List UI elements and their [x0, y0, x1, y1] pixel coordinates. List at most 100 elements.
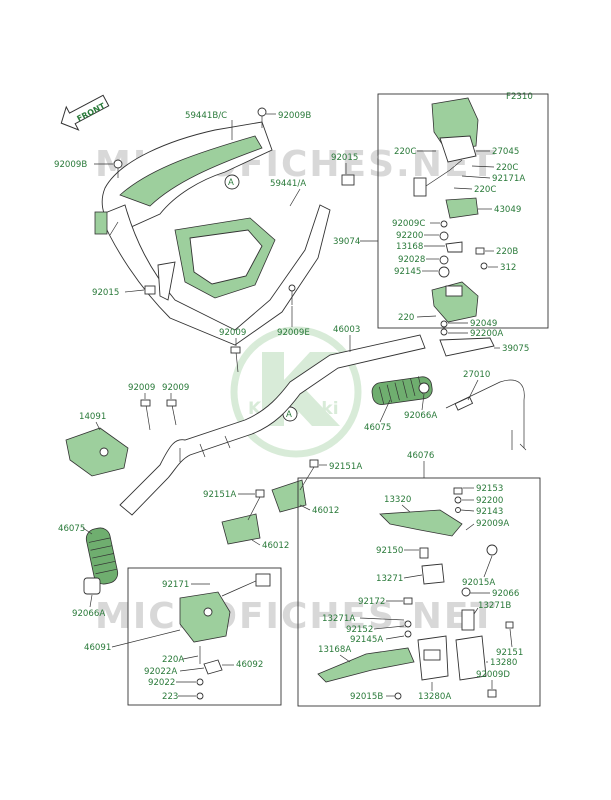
label-92009e: 92009E — [277, 306, 310, 338]
svg-text:92015: 92015 — [92, 288, 119, 298]
svg-text:92143: 92143 — [476, 507, 503, 517]
grip-end-92066a-right — [418, 382, 430, 394]
lever-box — [297, 477, 541, 707]
svg-text:220A: 220A — [162, 655, 184, 665]
svg-text:46003: 46003 — [333, 325, 360, 335]
label-92015-left: 92015 — [92, 288, 145, 298]
svg-text:46075: 46075 — [364, 423, 391, 433]
svg-text:13168: 13168 — [396, 242, 423, 252]
label-92066: 92066 — [470, 589, 519, 599]
label-92015b: 92015B — [350, 692, 395, 702]
small-parts-39074 — [438, 220, 488, 336]
svg-text:312: 312 — [500, 263, 516, 273]
cover-43049 — [445, 197, 479, 219]
right-switch-box — [377, 93, 549, 329]
clamp-46012-right — [271, 479, 307, 513]
label-92200-top: 92200 — [396, 231, 439, 241]
cable-27010 — [445, 379, 527, 451]
svg-text:92028: 92028 — [398, 255, 425, 265]
svg-text:92009: 92009 — [219, 328, 246, 338]
label-220c-2: 220C — [471, 163, 518, 173]
clamp-46012-left — [221, 513, 261, 545]
label-92022a: 92022A — [144, 667, 205, 677]
screw-92009e — [288, 284, 296, 305]
switch-housing-upper — [413, 97, 479, 197]
label-13271b: 13271B — [473, 601, 511, 615]
label-92153: 92153 — [463, 484, 503, 494]
label-46091: 46091 — [84, 629, 181, 653]
label-13280a: 13280A — [418, 682, 451, 702]
label-92009b-left: 92009B — [54, 160, 113, 170]
svg-text:220B: 220B — [496, 247, 518, 257]
label-39075: 39075 — [494, 344, 529, 354]
label-43049: 43049 — [478, 205, 521, 215]
watermark-bottom: MICROFICHES.NET — [95, 596, 497, 637]
svg-text:92009: 92009 — [162, 383, 189, 393]
svg-text:46012: 46012 — [312, 506, 339, 516]
lever-holder-13280a — [417, 635, 449, 681]
svg-text:92049: 92049 — [470, 319, 497, 329]
label-220: 220 — [398, 313, 437, 323]
svg-text:13320: 13320 — [384, 495, 411, 505]
bolt-92009-left-2 — [166, 399, 177, 426]
label-92022: 92022 — [148, 678, 196, 688]
label-92145: 92145 — [394, 267, 438, 277]
label-220c-3: 220C — [453, 185, 496, 195]
label-46003: 46003 — [333, 325, 360, 352]
label-13280: 13280 — [486, 658, 517, 668]
label-92171: 92171 — [162, 580, 210, 590]
svg-text:92009A: 92009A — [476, 519, 509, 529]
svg-text:13168A: 13168A — [318, 645, 351, 655]
bolt-92009-mid — [230, 346, 241, 373]
svg-text:46075: 46075 — [58, 524, 85, 534]
label-92015-top: 92015 — [331, 153, 358, 174]
svg-text:43049: 43049 — [494, 205, 521, 215]
left-switch-box — [127, 567, 282, 706]
svg-text:13271: 13271 — [376, 574, 403, 584]
label-92172: 92172 — [358, 597, 403, 607]
svg-text:92009E: 92009E — [277, 328, 310, 338]
svg-text:92153: 92153 — [476, 484, 503, 494]
svg-text:92151: 92151 — [496, 648, 523, 658]
label-92200a: 92200A — [448, 329, 503, 339]
switch-small-parts — [196, 646, 223, 700]
svg-text:92171A: 92171A — [492, 174, 525, 184]
svg-text:92009C: 92009C — [392, 219, 425, 229]
switch-housing-lower — [431, 281, 479, 323]
svg-text:92009D: 92009D — [476, 670, 510, 680]
label-92200-bottom: 92200 — [462, 496, 503, 506]
label-13168: 13168 — [396, 242, 445, 252]
lever-holder-13280 — [455, 609, 487, 681]
label-92151: 92151 — [496, 628, 523, 658]
grip-46075-left — [85, 527, 119, 585]
grip-46075-right — [371, 376, 433, 406]
label-92066a-right: 92066A — [404, 393, 437, 421]
svg-text:46012: 46012 — [262, 541, 289, 551]
label-92009b-top: 92009B — [266, 111, 311, 121]
lever-small-parts — [394, 487, 514, 700]
label-92009c: 92009C — [392, 219, 440, 229]
label-92009a: 92009A — [465, 519, 509, 531]
label-14091: 14091 — [79, 412, 106, 431]
front-arrow-icon: FRONT — [60, 94, 110, 131]
label-92066a-left: 92066A — [72, 594, 105, 619]
label-27045: 27045 — [476, 147, 519, 157]
svg-text:92200: 92200 — [476, 496, 503, 506]
diagram-code: F2310 — [506, 92, 533, 102]
label-46075-right: 46075 — [364, 399, 391, 433]
label-92143: 92143 — [460, 507, 503, 517]
label-92151a-left: 92151A — [203, 490, 255, 500]
label-92152: 92152 — [346, 625, 405, 635]
label-220c-1: 220C — [394, 147, 436, 157]
label-220b: 220B — [485, 247, 518, 257]
label-39074: 39074 — [333, 237, 378, 247]
svg-text:220C: 220C — [474, 185, 496, 195]
svg-text:92151A: 92151A — [329, 462, 362, 472]
label-92009-mid: 92009 — [219, 328, 246, 346]
svg-text:220C: 220C — [496, 163, 518, 173]
svg-text:A: A — [228, 178, 234, 188]
svg-text:46092: 46092 — [236, 660, 263, 670]
screw-92009b-left — [113, 159, 123, 178]
label-220a: 220A — [162, 655, 199, 665]
bolt-92009-left-1 — [140, 399, 151, 431]
